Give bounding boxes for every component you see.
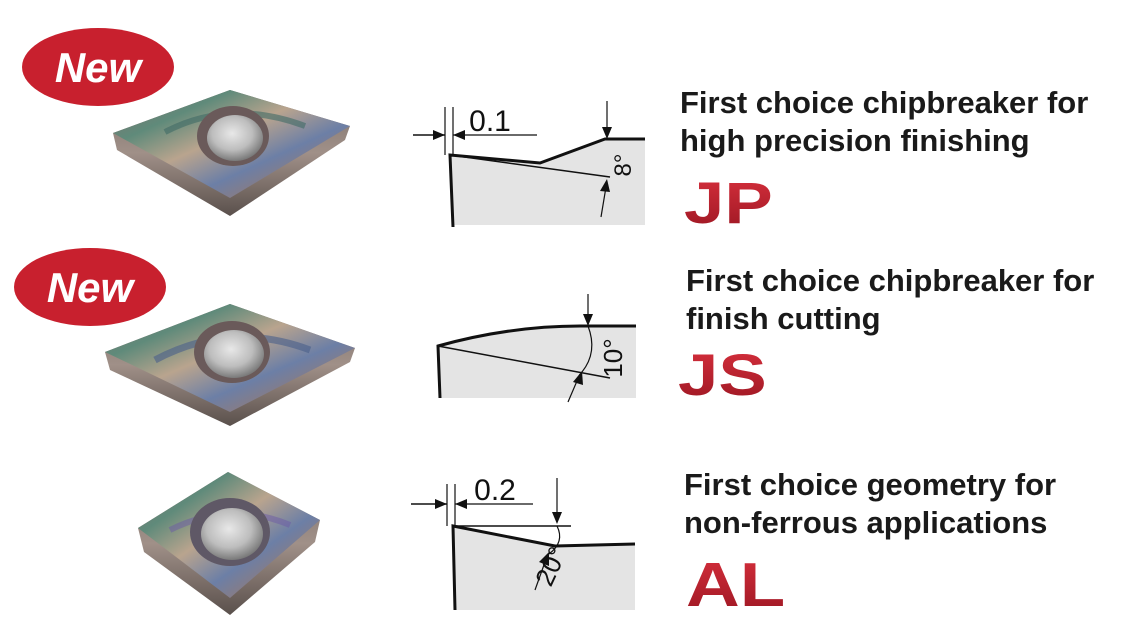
new-badge: New — [14, 248, 166, 326]
description-line-2: finish cutting — [686, 301, 881, 336]
rake-angle-label: 10° — [598, 338, 628, 377]
edge-width-label: 0.2 — [474, 474, 516, 507]
cutting-edge-profile-al: 0.2 20° — [411, 474, 636, 611]
cutting-edge-profile-js: 10° — [436, 294, 636, 403]
description-line-1: First choice chipbreaker for — [680, 85, 1089, 120]
chipbreaker-logo-js: JS — [678, 348, 767, 402]
rake-angle-label: 8° — [610, 154, 637, 177]
description-jp: First choice chipbreaker for high precis… — [680, 84, 1088, 160]
insert-image-jp — [113, 90, 350, 216]
edge-width-label: 0.1 — [469, 105, 511, 138]
insert-image-al — [138, 472, 320, 615]
description-line-1: First choice chipbreaker for — [686, 263, 1095, 298]
description-js: First choice chipbreaker for finish cutt… — [686, 262, 1094, 338]
insert-row-jp: New 0.1 8° First choice chipbreaker for … — [0, 0, 1137, 230]
insert-image-js — [105, 304, 355, 426]
chipbreaker-code: JP — [684, 176, 773, 230]
chipbreaker-logo-al: AL — [686, 556, 785, 614]
insert-row-js: New 10° First choice chipbreaker for fin… — [0, 0, 1137, 426]
new-badge-label: New — [55, 44, 144, 91]
insert-row-al: 0.2 20° First choice geometry for non-fe… — [0, 0, 1137, 615]
description-al: First choice geometry for non-ferrous ap… — [684, 466, 1056, 542]
new-badge-label: New — [47, 264, 136, 311]
chipbreaker-logo-jp: JP — [684, 176, 773, 230]
description-line-2: high precision finishing — [680, 123, 1030, 158]
description-line-2: non-ferrous applications — [684, 505, 1048, 540]
new-badge: New — [22, 28, 174, 106]
chipbreaker-code: JS — [678, 348, 767, 402]
chipbreaker-code: AL — [686, 556, 785, 614]
cutting-edge-profile-jp: 0.1 8° — [413, 101, 645, 228]
description-line-1: First choice geometry for — [684, 467, 1057, 502]
